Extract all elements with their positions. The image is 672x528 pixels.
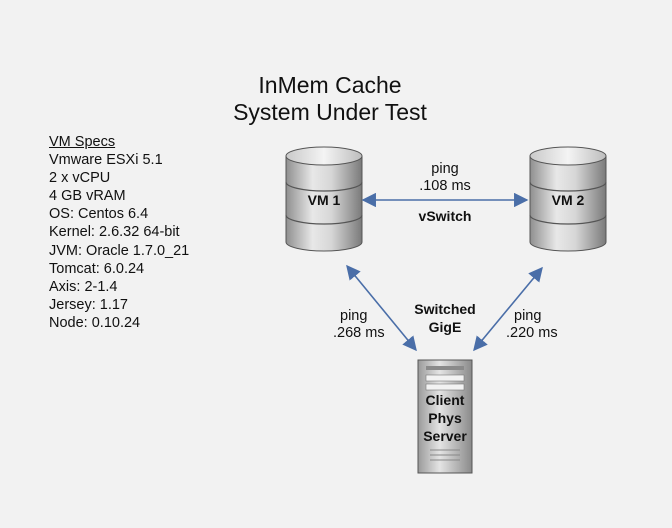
vm2-label: VM 2 (551, 192, 585, 208)
vm2-client-ping-label: ping (514, 308, 542, 324)
spec-line: OS: Centos 6.4 (49, 206, 149, 223)
spec-line: Jersey: 1.17 (49, 296, 128, 313)
gige-label: Switched GigE (400, 300, 490, 336)
vm-specs-list: VM Specs Vmware ESXi 5.1 2 x vCPU 4 GB v… (49, 133, 189, 332)
spec-line: 4 GB vRAM (49, 188, 126, 205)
vm2-client-ping-value: .220 ms (506, 325, 558, 341)
vm2-database-icon (529, 146, 607, 252)
vm2-client-link-arrow (473, 266, 543, 352)
vswitch-ping-value: .108 ms (419, 178, 471, 194)
client-server-label: Client Phys Server (414, 391, 476, 445)
spec-line: Axis: 2-1.4 (49, 278, 118, 295)
vm-specs-header: VM Specs (49, 134, 116, 150)
diagram-title-line2: System Under Test (233, 99, 427, 125)
spec-line: Tomcat: 6.0.24 (49, 260, 145, 277)
client-label-line3: Server (423, 428, 467, 444)
gige-label-line2: GigE (428, 319, 462, 335)
client-server-icon (417, 359, 473, 474)
spec-line: Node: 0.10.24 (49, 314, 141, 331)
vm1-client-ping-value: .268 ms (333, 325, 385, 341)
vm1-label: VM 1 (307, 192, 341, 208)
vm1-client-link-arrow (346, 264, 417, 352)
diagram-title-line1: InMem Cache (258, 72, 402, 98)
client-label-line1: Client (425, 392, 465, 408)
spec-line: 2 x vCPU (49, 170, 111, 187)
gige-label-line1: Switched (414, 301, 476, 317)
client-label-line2: Phys (428, 410, 462, 426)
vswitch-label: vSwitch (418, 208, 472, 224)
spec-line: Kernel: 2.6.32 64-bit (49, 224, 180, 241)
vm1-database-icon (285, 146, 363, 252)
vm1-client-ping-label: ping (340, 308, 368, 324)
spec-line: JVM: Oracle 1.7.0_21 (49, 242, 190, 259)
vswitch-ping-label: ping (431, 161, 459, 177)
spec-line: Vmware ESXi 5.1 (49, 152, 163, 169)
